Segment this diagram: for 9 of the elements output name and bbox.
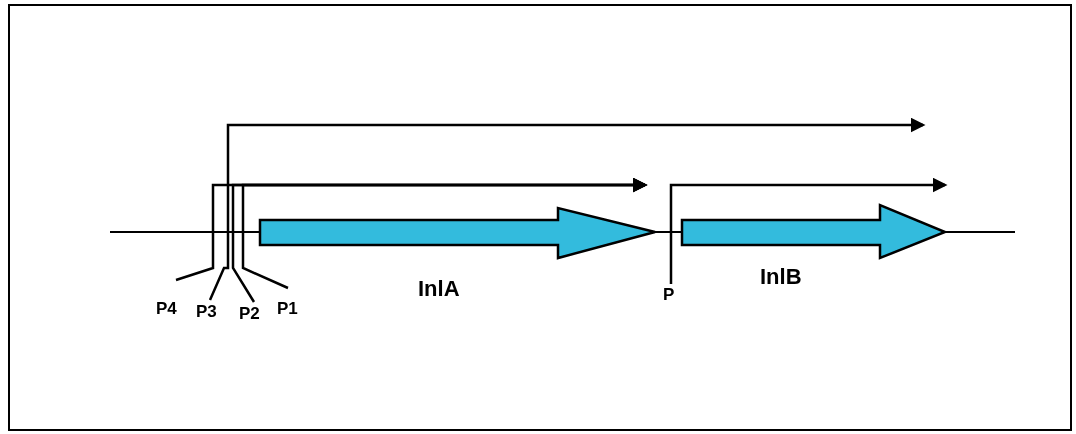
promoter-label: P bbox=[663, 285, 675, 304]
transcript-arrow bbox=[208, 117, 926, 301]
promoter-label: P3 bbox=[196, 302, 217, 321]
promoter-label: P1 bbox=[277, 299, 298, 318]
promoter-label: P4 bbox=[156, 299, 177, 318]
promoter-label: P2 bbox=[239, 304, 260, 323]
transcript-arrow bbox=[669, 177, 948, 286]
gene-label: InlB bbox=[760, 264, 802, 289]
gene-label: InlA bbox=[418, 276, 460, 301]
